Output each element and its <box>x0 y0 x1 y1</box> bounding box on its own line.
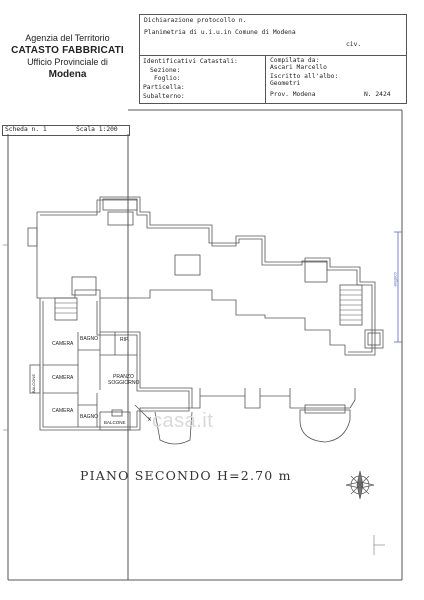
scheda-label: Scheda n. 1 <box>5 126 47 133</box>
side-label: confine <box>393 272 398 287</box>
foglio-label: Foglio: <box>154 75 181 82</box>
room-bagno-2: BAGNO <box>80 414 99 420</box>
ufficio-label: Ufficio Provinciale di <box>27 57 108 67</box>
plan-title: PIANO SECONDO H=2.70 m <box>80 468 292 483</box>
room-rip: RIP. <box>120 337 130 343</box>
compass-rose <box>345 470 375 500</box>
civ-label: civ. <box>346 41 362 48</box>
iscritto-label: Iscritto all'albo: <box>270 73 339 80</box>
numero-label: N. 2424 <box>364 91 391 98</box>
planimetria-label: Planimetria di u.i.u.in Comune di Modena <box>144 29 296 36</box>
agency-name: Agenzia del Territorio <box>25 33 110 43</box>
room-balcone-bottom: BALCONE <box>104 420 126 425</box>
room-camera-3: CAMERA <box>52 408 74 414</box>
watermark: casa.it <box>152 410 214 432</box>
identificativi-title: Identificativi Catastali: <box>143 58 238 65</box>
compilata-box <box>265 55 407 104</box>
sezione-label: Sezione: <box>150 67 181 74</box>
room-bagno-1: BAGNO <box>80 336 99 342</box>
agency-header: Agenzia del Territorio CATASTO FABBRICAT… <box>0 0 135 90</box>
room-camera-2: CAMERA <box>52 375 74 381</box>
scheda-box <box>2 125 130 136</box>
scala-label: Scala 1:200 <box>76 126 118 133</box>
particella-label: Particella: <box>143 84 185 91</box>
compilata-label: Compilata da: <box>270 57 320 64</box>
compilata-name: Ascari Marcello <box>270 64 327 71</box>
subalterno-label: Subalterno: <box>143 93 185 100</box>
room-camera-1: CAMERA <box>52 341 74 347</box>
catasto-title: CATASTO FABBRICATI <box>11 45 124 56</box>
room-soggiorno: SOGGIORNO <box>108 380 140 386</box>
city-label: Modena <box>48 69 87 80</box>
prov-label: Prov. Modena <box>270 91 316 98</box>
ingresso-mark: X <box>148 417 152 423</box>
room-balcone-left: BALCONE <box>31 374 36 394</box>
dichiarazione-label: Dichiarazione protocollo n. <box>144 17 247 24</box>
albo-value: Geometri <box>270 80 301 87</box>
room-pranzo: PRANZO <box>113 374 134 380</box>
